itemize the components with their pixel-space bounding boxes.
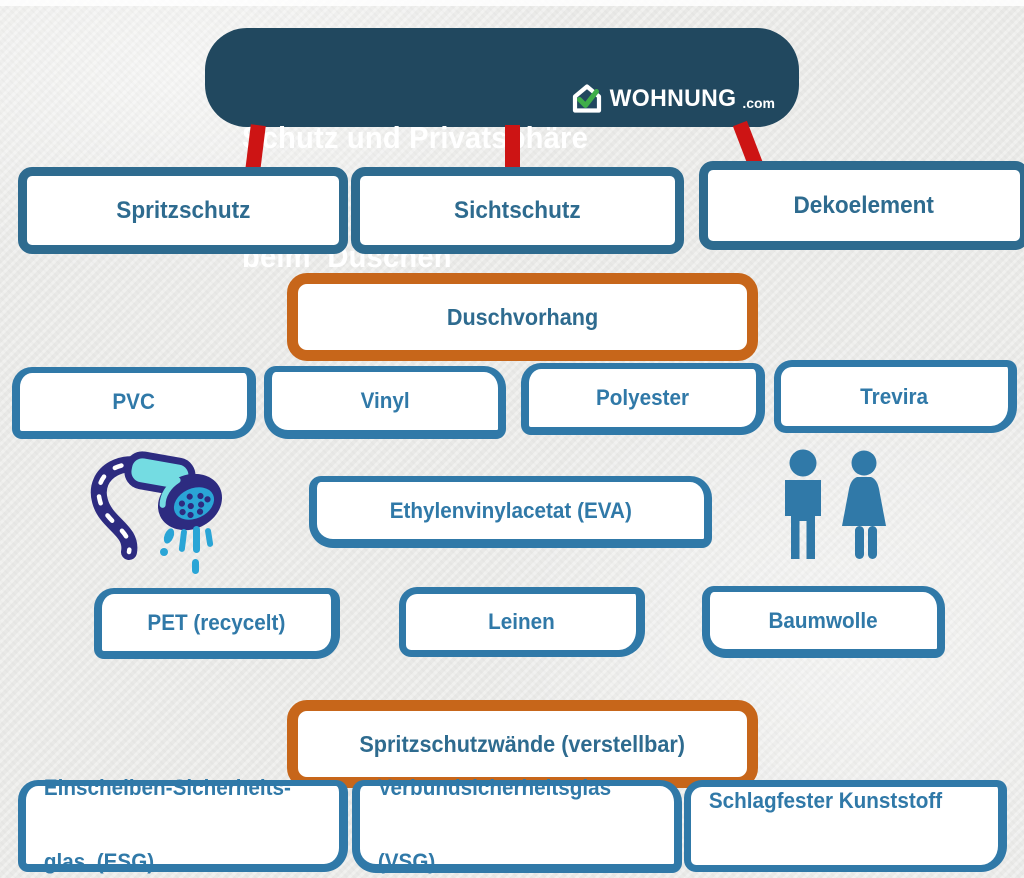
category-box-dekoelement: Dekoelement [699, 161, 1024, 250]
material-box-vinyl: Vinyl [264, 366, 506, 439]
header-banner: Schutz und Privatsphäre beim Duschen WOH… [205, 28, 799, 274]
material-box-esg: Einscheiben-Sicherheits- glas (ESG) [18, 775, 348, 873]
material-box-trevira: Trevira [774, 360, 1017, 433]
page-title-line1: Schutz und Privatsphäre [242, 120, 588, 156]
category-label: Spritzschutz [115, 196, 251, 224]
material-box-leinen: Leinen [399, 587, 645, 657]
category-label: Dekoelement [793, 191, 935, 219]
material-box-pet: PET (recycelt) [94, 588, 340, 659]
logo-tld-text: .com [742, 94, 775, 111]
brand-logo: WOHNUNG .com [570, 83, 775, 114]
material-box-vsg: Verbundsicherheitsglas (VSG) [352, 775, 682, 873]
material-label: Vinyl [360, 388, 410, 413]
material-label: Baumwolle [768, 607, 879, 633]
woman-icon [842, 450, 886, 559]
category-box-sichtschutz: Sichtschutz [351, 167, 684, 254]
material-label: PET (recycelt) [147, 609, 286, 635]
logo-brand-text: WOHNUNG [609, 84, 737, 112]
material-label: Leinen [487, 609, 555, 634]
material-label: Verbundsicherheitsglas (VSG) [377, 774, 612, 874]
section-heading-duschvorhang: Duschvorhang [287, 273, 758, 361]
section-heading-label: Duschvorhang [446, 303, 599, 330]
connector-line-center [505, 125, 520, 171]
man-woman-icons [785, 449, 886, 559]
material-label: Trevira [860, 383, 929, 409]
section-heading-label: Spritzschutzwände (verstellbar) [359, 730, 686, 757]
material-box-kunststoff: Schlagfester Kunststoff [684, 780, 1007, 872]
house-check-icon [573, 84, 602, 113]
category-label: Sichtschutz [454, 196, 581, 224]
material-label: Schlagfester Kunststoff [708, 788, 943, 814]
material-box-pvc: PVC [12, 367, 256, 439]
material-box-eva: Ethylenvinylacetat (EVA) [309, 476, 712, 548]
shower-head-icon [90, 451, 223, 574]
material-label: Ethylenvinylacetat (EVA) [389, 497, 632, 523]
material-box-polyester: Polyester [521, 363, 765, 435]
category-box-spritzschutz: Spritzschutz [18, 167, 348, 254]
material-label: Polyester [595, 385, 690, 410]
material-label: Einscheiben-Sicherheits- glas (ESG) [43, 774, 291, 874]
man-icon [785, 449, 821, 559]
material-label: PVC [112, 389, 155, 414]
material-box-baumwolle: Baumwolle [702, 586, 945, 658]
